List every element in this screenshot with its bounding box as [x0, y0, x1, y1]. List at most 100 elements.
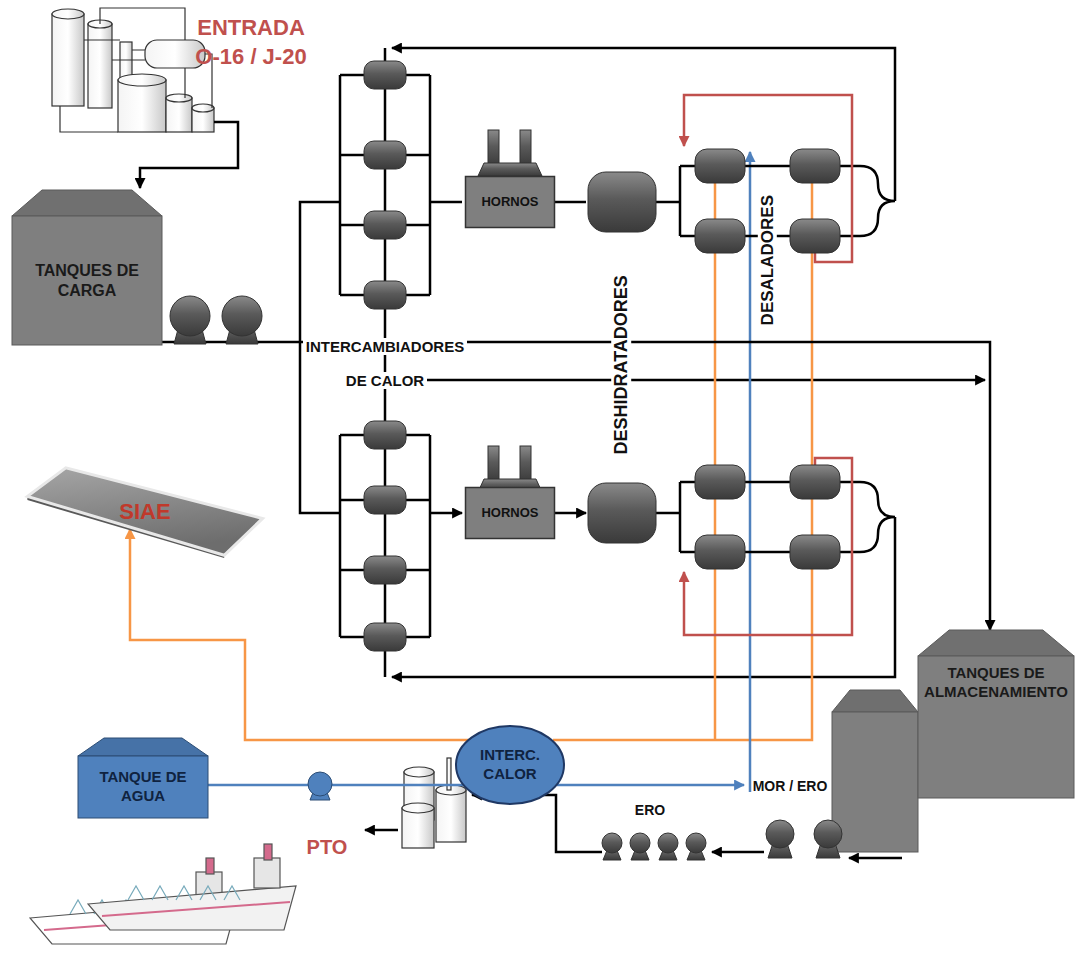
pond-shape: SIAE [25, 466, 265, 558]
vessel [790, 149, 840, 183]
vessel [695, 149, 745, 183]
pump-icon [686, 833, 706, 853]
refinery-icon [60, 106, 118, 132]
water-line [557, 784, 744, 787]
heat-exchanger [364, 211, 406, 239]
refinery-icon [52, 14, 84, 106]
tanker-ship [206, 858, 214, 874]
tanker-ship [224, 886, 240, 900]
refinery-icon [84, 8, 212, 108]
vessel [695, 465, 745, 499]
equipment-label: INTERCAMBIADORES DE CALOR [300, 330, 470, 398]
pump-icon [766, 820, 794, 848]
refinery-icon [166, 98, 192, 132]
exchanger-bank [340, 75, 430, 637]
export-line [472, 795, 602, 852]
equipment-label: INTERCAMBIADORES DE CALOR [303, 338, 467, 389]
node-outline [918, 656, 1074, 798]
tanker-ship [254, 858, 280, 888]
desalter-piping [656, 166, 895, 552]
equipment-label: DESALADORES [758, 160, 778, 360]
flow-connector [162, 342, 990, 630]
pump-label: MOR / ERO [740, 778, 840, 794]
node-outline [918, 630, 1074, 656]
tank-farm [436, 790, 466, 842]
node-outline [78, 738, 208, 756]
pump-icon [630, 833, 650, 853]
vessel [588, 149, 840, 569]
pump-icon [308, 772, 332, 796]
heat-exchanger [364, 421, 406, 449]
furnace-box: HORNOS [465, 176, 555, 228]
vessel [588, 483, 656, 543]
refinery-icon [192, 104, 214, 112]
node-outline [78, 756, 208, 818]
node-outline [12, 216, 162, 345]
heat-exchanger [364, 281, 406, 309]
node-label: SIAE [119, 498, 170, 526]
node-outline [466, 488, 555, 539]
exchanger-bank [340, 435, 430, 637]
tank-box: TANQUES DE CARGA [12, 190, 162, 345]
heat-exchanger [364, 61, 406, 651]
vessel [695, 535, 745, 569]
export-line [712, 851, 764, 854]
equipment-label: DESALADORES [758, 192, 777, 328]
exchanger-bank [340, 75, 430, 295]
furnace-stack [520, 130, 531, 166]
vessel [790, 535, 840, 569]
tank-farm [402, 808, 434, 848]
refinery-icon [166, 94, 192, 102]
desalter-piping [860, 166, 895, 236]
node-outline [456, 726, 564, 804]
water-line [749, 152, 752, 792]
pump-icon [658, 833, 678, 853]
storage-tank [832, 690, 918, 852]
tank-box: TANQUE DE AGUA [78, 738, 208, 818]
pump-icon [170, 296, 210, 336]
export-line [849, 857, 902, 860]
node-label: TANQUES DE ALMACENAMIENTO [921, 664, 1071, 702]
tanker-ship [70, 900, 86, 914]
node-outline [466, 177, 555, 228]
node-label: HORNOS [481, 505, 538, 521]
refinery-icon [118, 74, 166, 86]
tanker-ship [30, 844, 296, 944]
tanker-ship [128, 886, 144, 900]
pump-icon [602, 833, 622, 853]
node-label: TANQUES DE CARGA [27, 261, 147, 301]
heat-exchanger [364, 623, 406, 651]
tanker-ship [88, 886, 296, 930]
pump-label: ERO [635, 802, 665, 818]
refinery-icon [88, 24, 112, 108]
exchanger-ellipse: INTERC. CALOR [455, 725, 565, 805]
refinery-icon [52, 8, 214, 132]
port-label: PTO [307, 836, 348, 858]
furnace-stack [488, 446, 499, 482]
heat-exchanger [364, 61, 406, 89]
vessel [790, 219, 840, 253]
vessel [790, 465, 840, 499]
inlet-label: ENTRADA O-16 / J-20 [186, 14, 316, 71]
pump-icon [222, 296, 262, 336]
node-label: TANQUE DE AGUA [88, 768, 198, 806]
desalter-piping [860, 482, 895, 552]
furnace-stack [520, 446, 531, 482]
flow-connector [208, 784, 464, 787]
node-outline [27, 468, 262, 555]
furnace-box: HORNOS [465, 487, 555, 539]
tanker-ship [88, 844, 296, 930]
product-line [385, 379, 985, 382]
flow-connector [130, 529, 469, 740]
equipment-label: DESHIDRATADORES [611, 265, 633, 465]
recycle-line [684, 458, 852, 635]
tanker-ship [152, 886, 168, 900]
refinery-icon [118, 80, 166, 132]
pump-icon [602, 820, 842, 860]
vessel [695, 219, 745, 253]
effluent-line [553, 183, 812, 740]
node-label: HORNOS [481, 194, 538, 210]
tanker-ship [102, 902, 290, 916]
inlet-label: ENTRADA O-16 / J-20 [195, 15, 306, 69]
storage-tank [832, 712, 918, 852]
